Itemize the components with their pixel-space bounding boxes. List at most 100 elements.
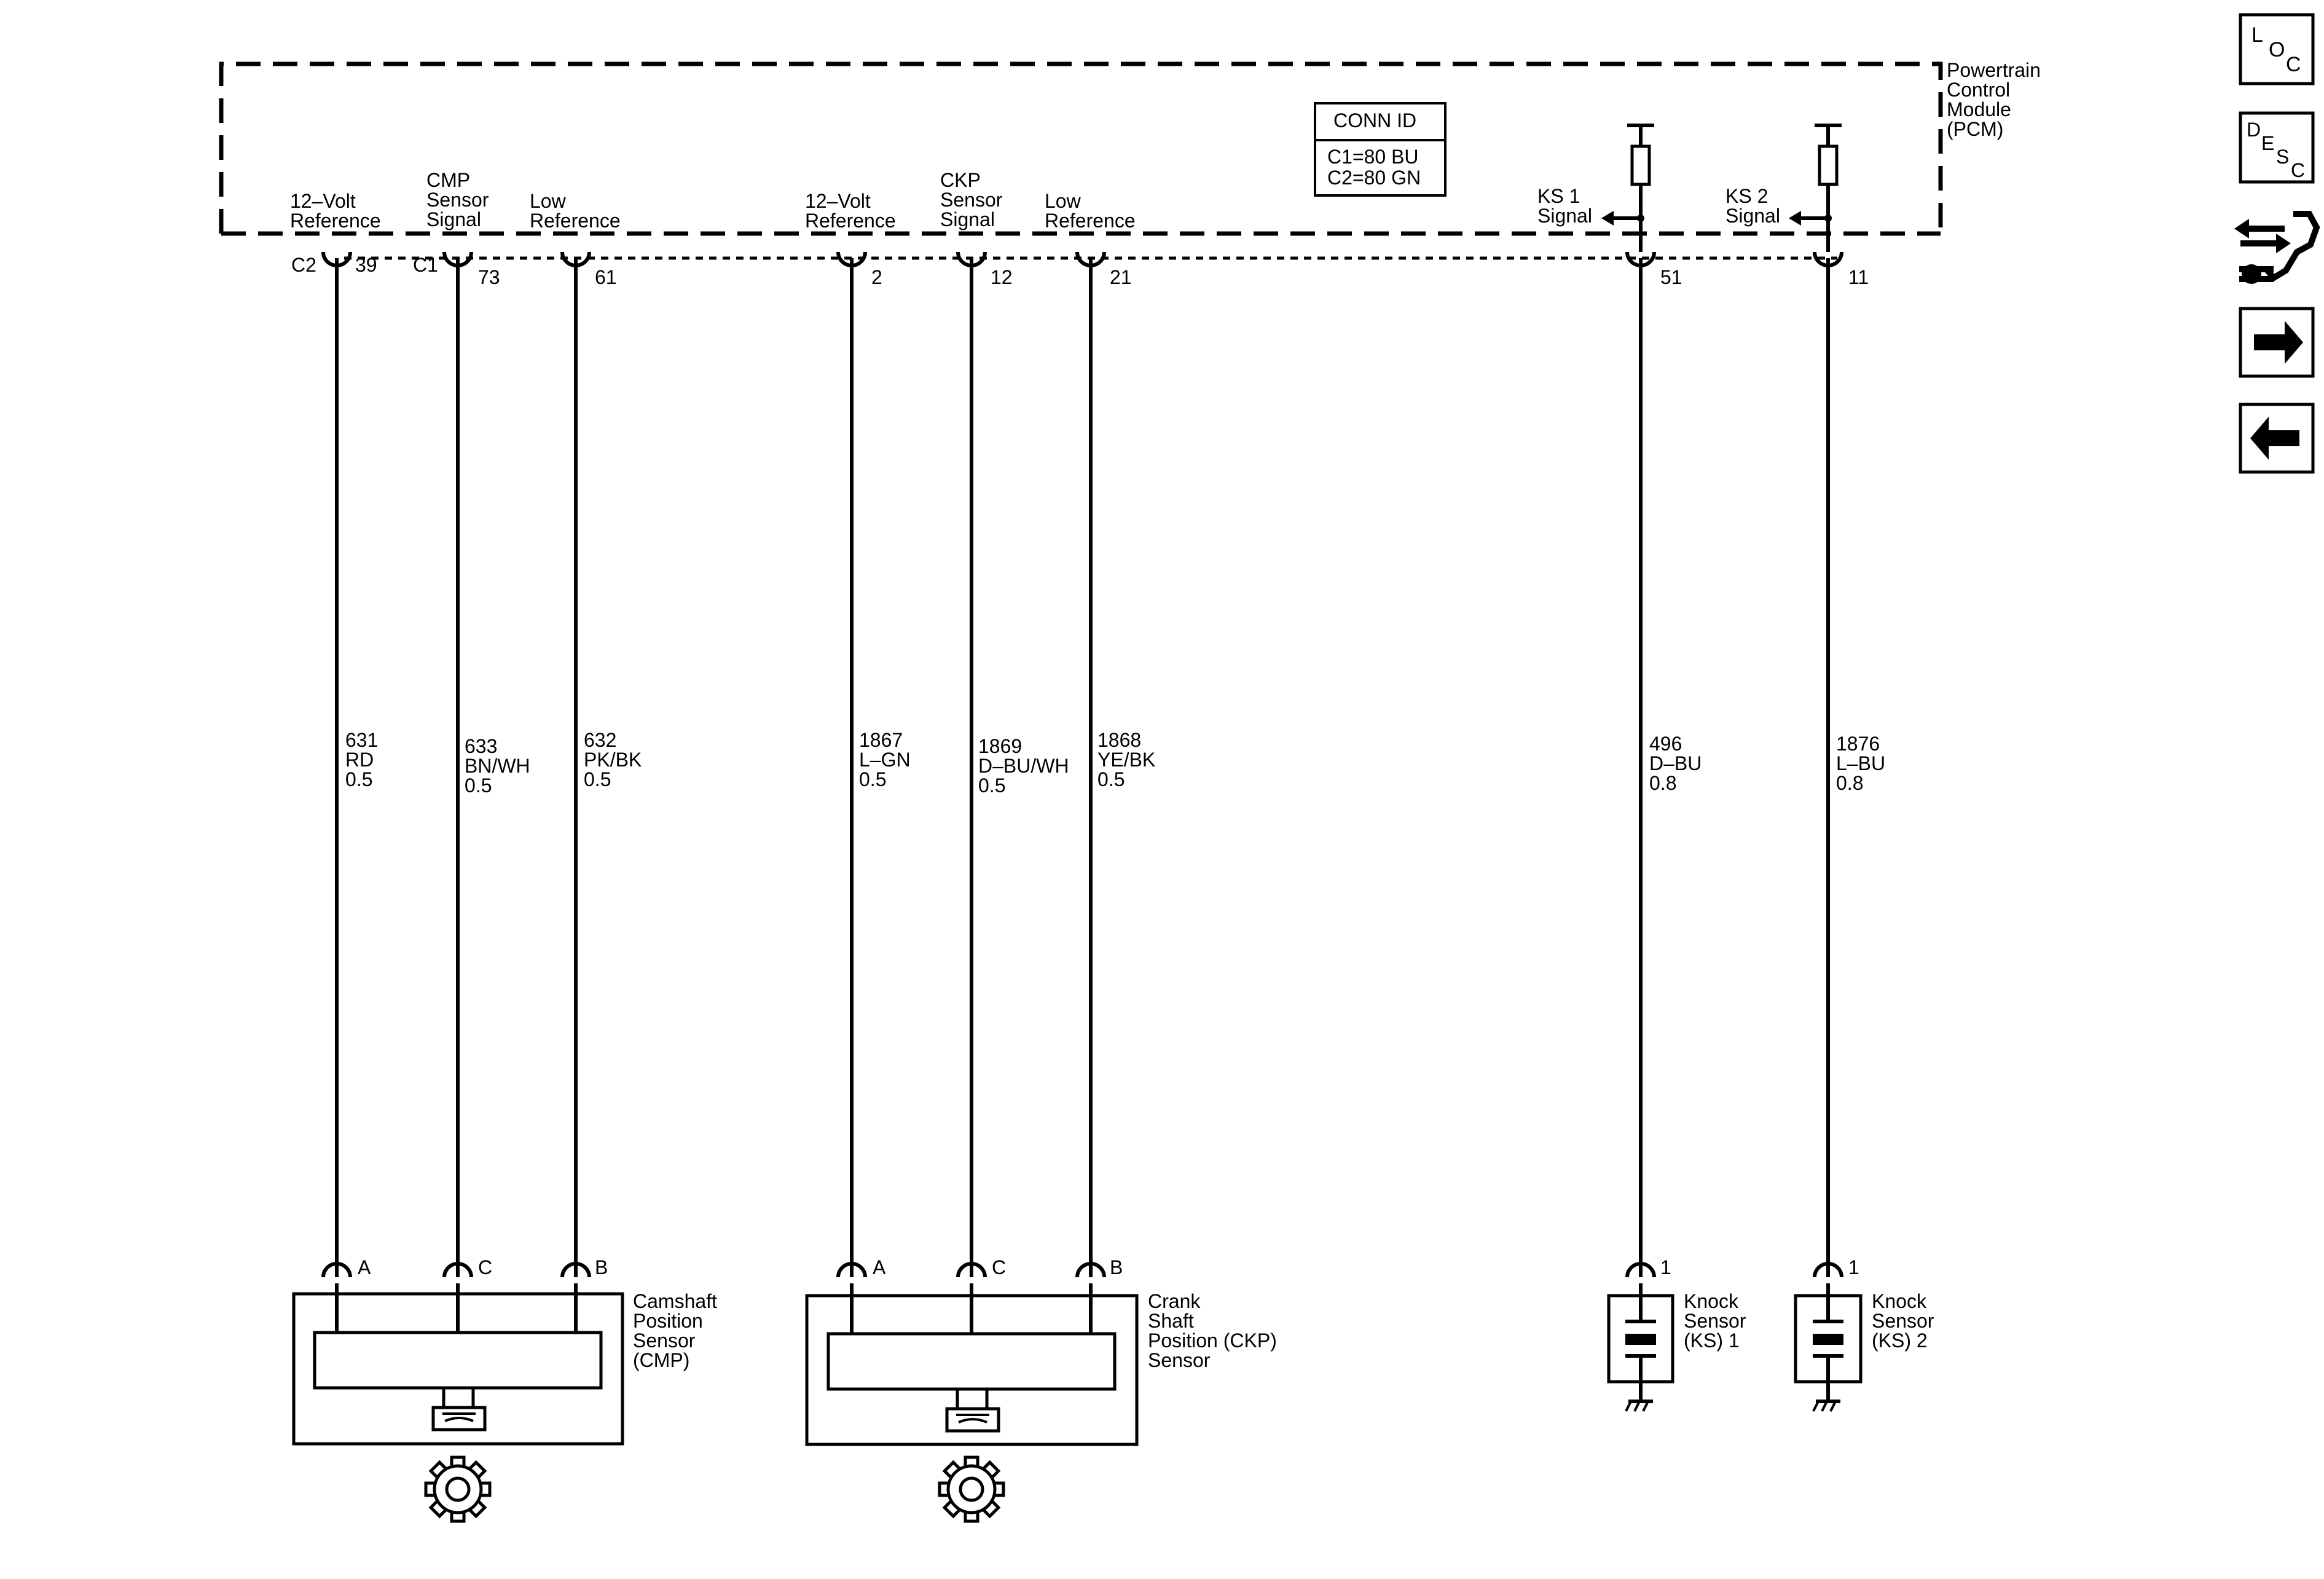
component-label: (KS) 2 [1872,1329,1928,1352]
terminal-label: C [478,1256,492,1278]
arrow-left-icon[interactable] [2239,403,2315,474]
wire-color: PK/BK [584,749,642,771]
pin-label: Reference [805,210,896,232]
arrow-right-icon[interactable] [2239,307,2315,378]
pin-low-reference-cmp: Low Reference 61 632 PK/BK 0.5 [530,190,642,1277]
wire-color: BN/WH [465,755,530,777]
knock-sensor-2: 1 Knock Sensor (KS) 2 [1794,1256,1934,1412]
pin-label: Signal [1725,205,1780,227]
loc-letter: O [2269,38,2285,61]
pin-label: Reference [530,210,621,232]
wire-color: YE/BK [1097,749,1155,771]
pin-label: Signal [940,208,995,230]
crankshaft-position-sensor: A C B Crank Shaft Position (CKP) Sensor [805,1256,1277,1523]
component-label: Sensor [1872,1310,1934,1332]
wire-circuit: 632 [584,729,616,751]
component-label: Position [633,1310,703,1332]
loc-button[interactable]: L O C [2239,13,2315,85]
pin-cmp-sensor-signal: CMP Sensor Signal C1 73 633 BN/WH 0.5 [413,169,530,1277]
component-label: Camshaft [633,1290,717,1312]
loc-letter: L [2251,23,2263,47]
pin-low-reference-ckp: Low Reference 21 1868 YE/BK 0.5 [1045,190,1155,1277]
pin-number: 61 [595,266,617,288]
wire-circuit: 633 [465,735,497,757]
conn-id-title: CONN ID [1333,109,1416,132]
wire-color: RD [345,749,374,771]
terminal-label: 1 [1848,1256,1859,1278]
terminal-label: B [1110,1256,1123,1278]
terminal-label: A [873,1256,886,1278]
terminal-label: B [595,1256,608,1278]
pin-label: Signal [426,208,481,230]
pcm-label-line: Module [1947,98,2011,120]
terminal-label: C [992,1256,1006,1278]
pin-ckp-sensor-signal: CKP Sensor Signal 12 1869 D–BU/WH 0.5 [940,169,1069,1277]
camshaft-position-sensor: A C B Camshaft Position Sensor (CMP) [292,1256,717,1523]
pcm-label-line: Control [1947,79,2010,101]
pin-number: 21 [1110,266,1132,288]
pin-label: Signal [1537,205,1592,227]
gear-icon [424,1455,492,1523]
wire-color: L–BU [1836,752,1885,774]
component-label: (CMP) [633,1349,689,1371]
pin-connector: C2 [291,254,316,276]
wire-size: 0.5 [465,774,492,797]
pin-label: Sensor [940,189,1003,211]
wire-circuit: 1868 [1097,729,1141,751]
pin-ks2-signal: KS 2 Signal 11 1876 L–BU 0.8 [1725,124,1885,1277]
pin-number: 39 [355,254,377,276]
desc-letter: C [2291,159,2305,181]
desc-button[interactable]: D E S C [2239,111,2315,184]
component-label: Sensor [1148,1349,1211,1371]
wire-circuit: 1867 [859,729,903,751]
pin-label: Reference [290,210,381,232]
wire-color: D–BU/WH [978,755,1069,777]
pin-connector: C1 [413,254,438,276]
wire-circuit: 496 [1649,733,1682,755]
pin-label: 12–Volt [290,190,356,212]
wire-size: 0.5 [345,768,372,790]
component-label: Sensor [633,1329,696,1352]
wire-color: L–GN [859,749,911,771]
connector-tool-icon[interactable] [2234,211,2320,284]
pcm-label-line: (PCM) [1947,118,2003,140]
component-label: Crank [1148,1290,1201,1312]
pin-label: Reference [1045,210,1136,232]
pin-number: 73 [478,266,500,288]
pin-number: 51 [1660,266,1682,288]
pin-label: Low [1045,190,1082,212]
pin-label: CKP [940,169,981,191]
pin-number: 2 [871,266,882,288]
pin-number: 11 [1848,266,1869,288]
pin-12v-reference-ckp: 12–Volt Reference 2 1867 L–GN 0.5 [805,190,911,1277]
gear-icon [938,1455,1005,1523]
terminal-label: 1 [1660,1256,1671,1278]
pin-number: 12 [991,266,1013,288]
desc-letter: S [2276,146,2289,168]
component-label: Position (CKP) [1148,1329,1277,1352]
wire-size: 0.5 [859,768,886,790]
wire-size: 0.5 [978,774,1005,797]
pcm-label-line: Powertrain [1947,59,2041,81]
pin-label: 12–Volt [805,190,871,212]
wire-size: 0.8 [1649,772,1676,794]
loc-letter: C [2286,53,2301,76]
pin-label: KS 2 [1725,185,1768,207]
wire-circuit: 1876 [1836,733,1880,755]
desc-letter: D [2247,119,2261,141]
pin-label: CMP [426,169,470,191]
pin-label: KS 1 [1537,185,1580,207]
wire-size: 0.8 [1836,772,1863,794]
wire-size: 0.5 [584,768,611,790]
wire-color: D–BU [1649,752,1702,774]
conn-id-line: C2=80 GN [1327,167,1421,189]
component-label: Knock [1684,1290,1739,1312]
pcm-module: Powertrain Control Module (PCM) [219,59,2041,260]
desc-letter: E [2261,132,2274,154]
conn-id-line: C1=80 BU [1327,146,1419,168]
component-label: (KS) 1 [1684,1329,1740,1352]
component-label: Shaft [1148,1310,1194,1332]
knock-sensor-1: 1 Knock Sensor (KS) 1 [1607,1256,1746,1412]
wire-circuit: 631 [345,729,378,751]
